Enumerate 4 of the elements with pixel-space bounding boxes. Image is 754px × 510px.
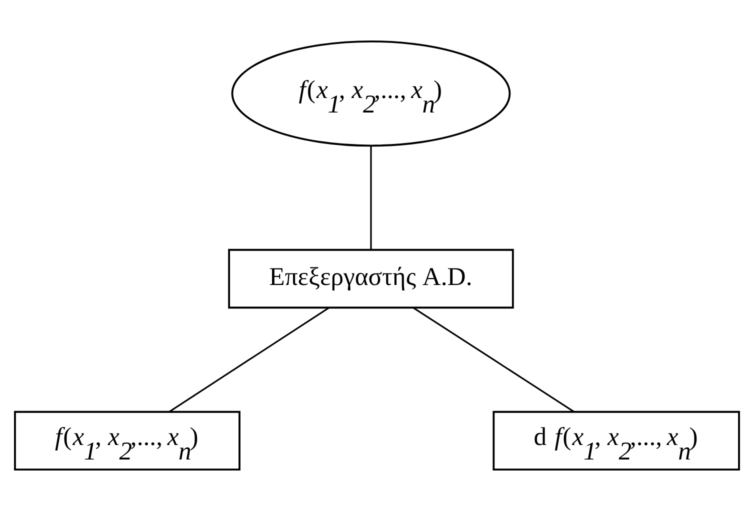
node-box: Επεξεργαστής A.D. [228, 248, 514, 308]
connector [412, 306, 574, 412]
connector [370, 145, 372, 250]
connector [168, 306, 330, 412]
